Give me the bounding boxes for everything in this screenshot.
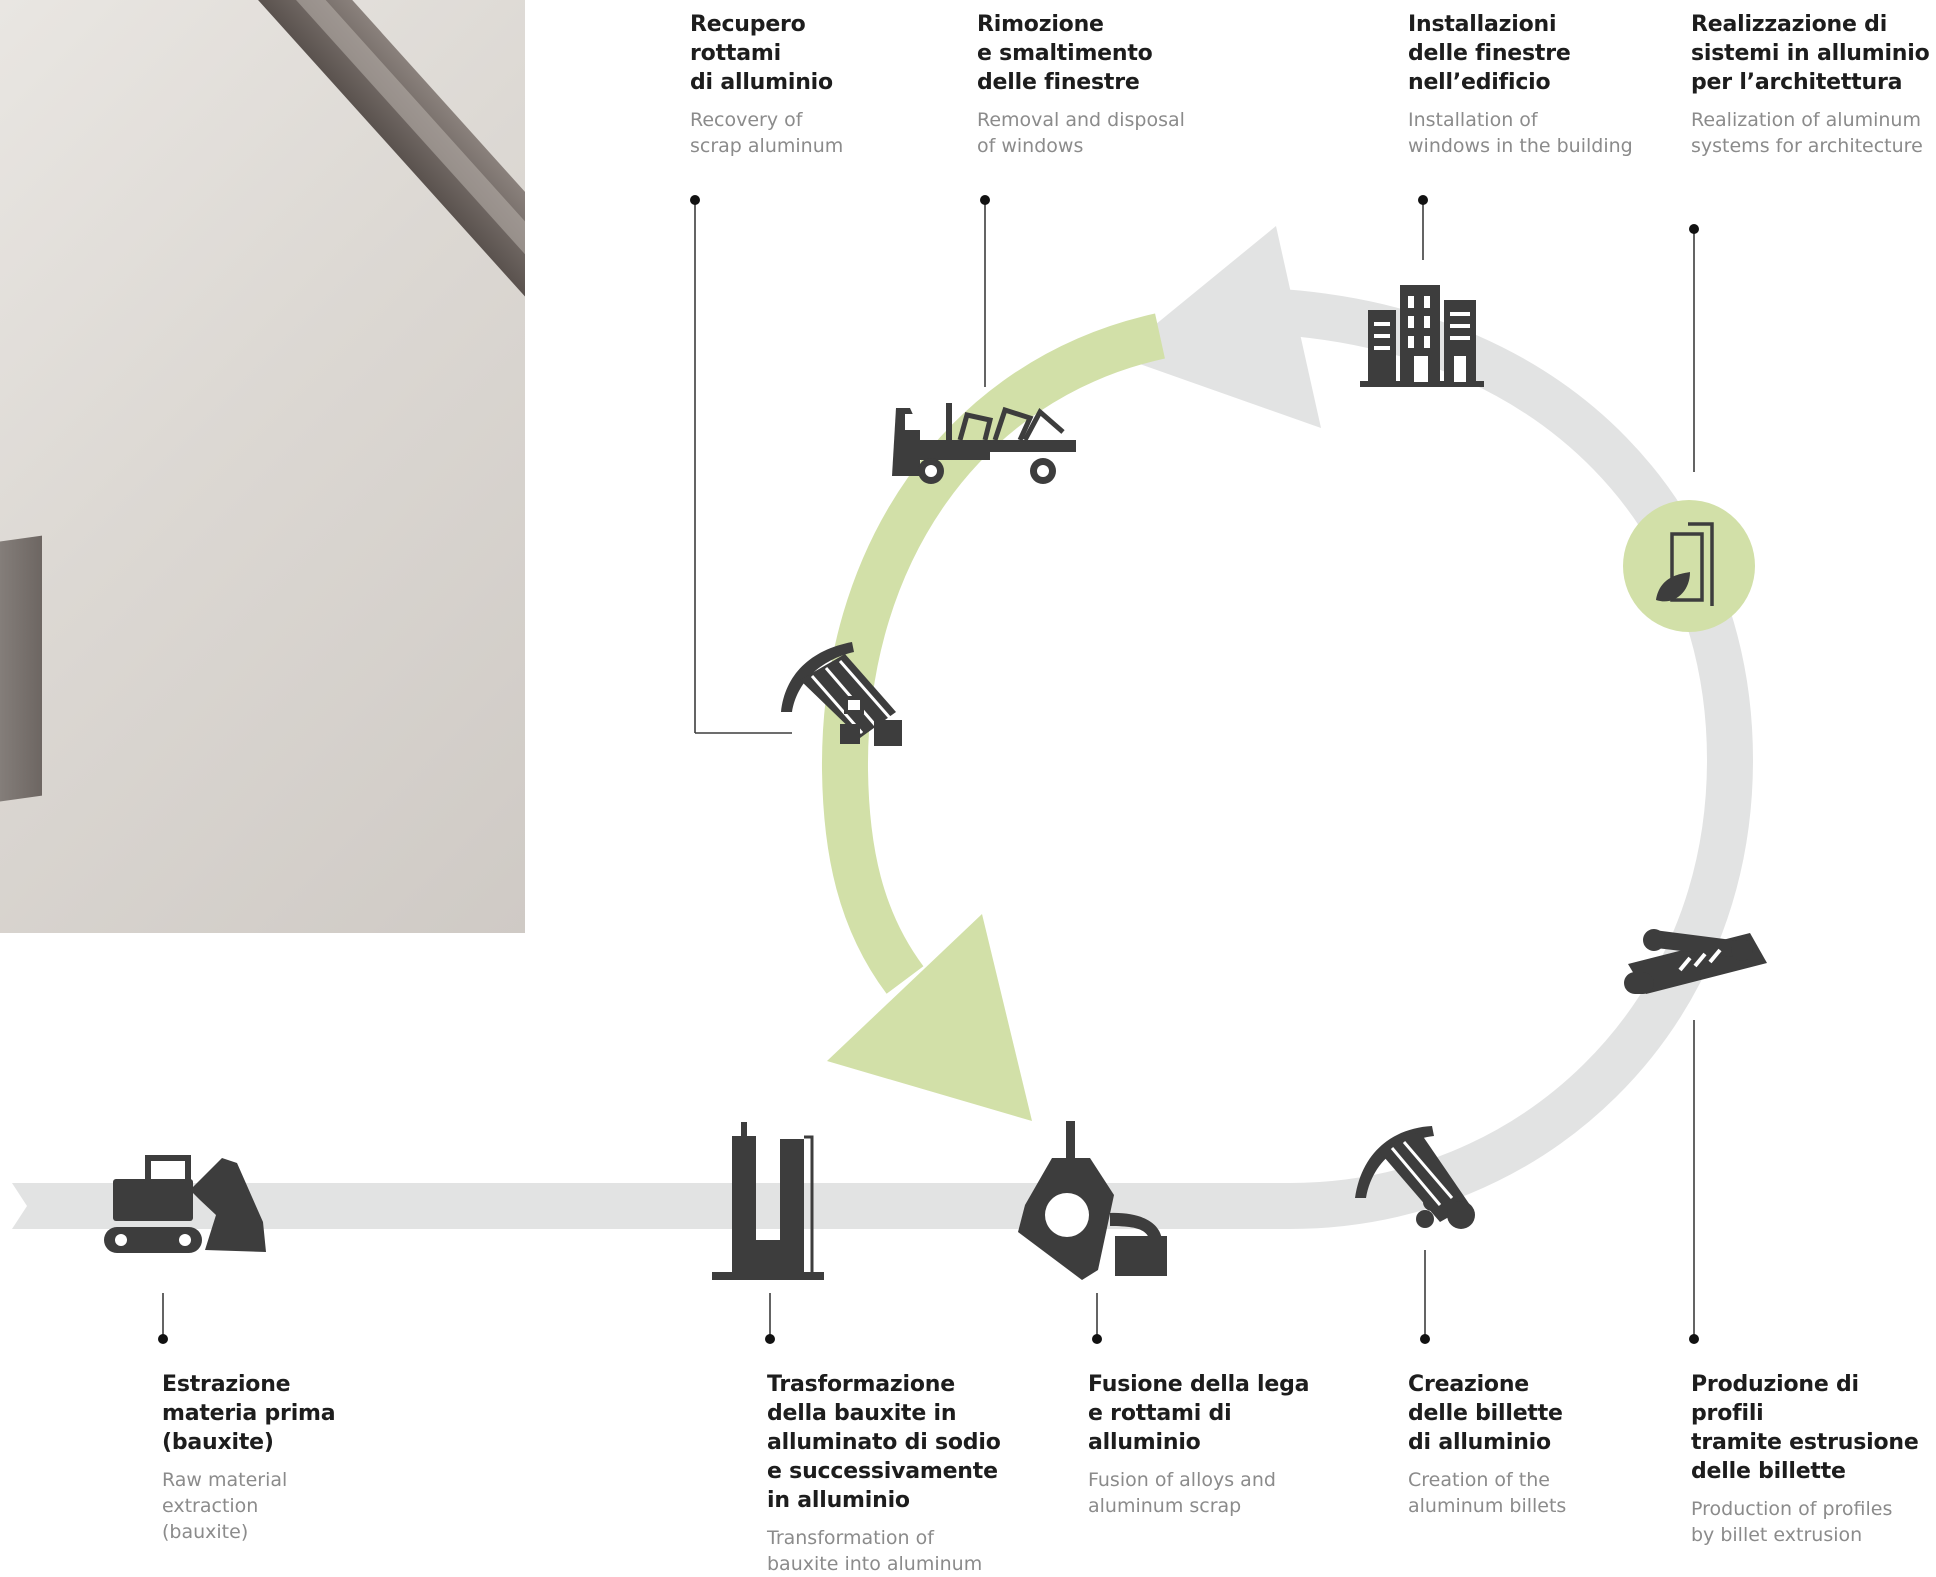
billets-icon: [1355, 1126, 1475, 1229]
step-recovery: Recupero rottami di alluminio Recovery o…: [690, 10, 930, 159]
step-transformation-title: Trasformazione della bauxite in allumina…: [767, 1372, 1001, 1513]
step-fusion-title: Fusione della lega e rottami di allumini…: [1088, 1372, 1310, 1455]
window-leaf-icon: [1656, 522, 1714, 606]
ladle-icon: [1018, 1121, 1167, 1280]
step-extraction-title: Estrazione materia prima (bauxite): [162, 1372, 336, 1455]
step-profiles-title: Produzione di profili tramite estrusione…: [1691, 1372, 1919, 1484]
refinery-icon: [712, 1122, 824, 1280]
recycling-loop-green: [821, 313, 1165, 994]
step-recovery-subtitle: Recovery of scrap aluminum: [690, 109, 844, 157]
step-profiles-subtitle: Production of profiles by billet extrusi…: [1691, 1498, 1893, 1546]
step-billets: Creazione delle billette di alluminio Cr…: [1408, 1370, 1648, 1519]
step-recovery-title: Recupero rottami di alluminio: [690, 12, 833, 95]
connector-dot-removal: [980, 195, 990, 205]
connector-dot-fusion: [1092, 1334, 1102, 1344]
recycling-loop-grey-arrowhead: [1117, 226, 1321, 428]
extruded-profiles-icon: [1624, 929, 1767, 994]
connector-dot-recovery: [690, 195, 700, 205]
aluminum-bars-icon: [781, 642, 902, 746]
window-leaf-badge: [1623, 500, 1755, 632]
step-fusion: Fusione della lega e rottami di allumini…: [1088, 1370, 1348, 1519]
step-systems: Realizzazione di sistemi in alluminio pe…: [1691, 10, 1936, 159]
step-removal: Rimozione e smaltimento delle finestre R…: [977, 10, 1217, 159]
connector-dot-systems: [1689, 224, 1699, 234]
step-billets-title: Creazione delle billette di alluminio: [1408, 1372, 1563, 1455]
step-removal-title: Rimozione e smaltimento delle finestre: [977, 12, 1153, 95]
recycling-loop-green-arrowhead: [827, 914, 1032, 1121]
connector-dot-installation: [1418, 195, 1428, 205]
background-photo: [0, 0, 525, 933]
step-transformation-subtitle: Transformation of bauxite into aluminum: [767, 1527, 983, 1575]
step-installation-subtitle: Installation of windows in the building: [1408, 109, 1633, 157]
truck-icon: [892, 403, 1076, 484]
production-path-arrow: [12, 1183, 1290, 1229]
step-billets-subtitle: Creation of the aluminum billets: [1408, 1469, 1567, 1517]
recycling-loop-grey: [1233, 285, 1754, 1229]
connector-dot-profiles: [1689, 1334, 1699, 1344]
step-installation-title: Installazioni delle finestre nell’edific…: [1408, 12, 1571, 95]
step-extraction-subtitle: Raw material extraction (bauxite): [162, 1469, 288, 1543]
step-transformation: Trasformazione della bauxite in allumina…: [767, 1370, 1027, 1577]
step-fusion-subtitle: Fusion of alloys and aluminum scrap: [1088, 1469, 1276, 1517]
connector-dot-extraction: [158, 1334, 168, 1344]
step-removal-subtitle: Removal and disposal of windows: [977, 109, 1185, 157]
building-icon: [1360, 285, 1484, 387]
step-systems-subtitle: Realization of aluminum systems for arch…: [1691, 109, 1923, 157]
step-profiles: Produzione di profili tramite estrusione…: [1691, 1370, 1936, 1548]
excavator-icon: [104, 1155, 266, 1253]
step-installation: Installazioni delle finestre nell’edific…: [1408, 10, 1668, 159]
connector-dot-billets: [1420, 1334, 1430, 1344]
step-extraction: Estrazione materia prima (bauxite) Raw m…: [162, 1370, 402, 1545]
connector-dot-transformation: [765, 1334, 775, 1344]
step-systems-title: Realizzazione di sistemi in alluminio pe…: [1691, 12, 1930, 95]
